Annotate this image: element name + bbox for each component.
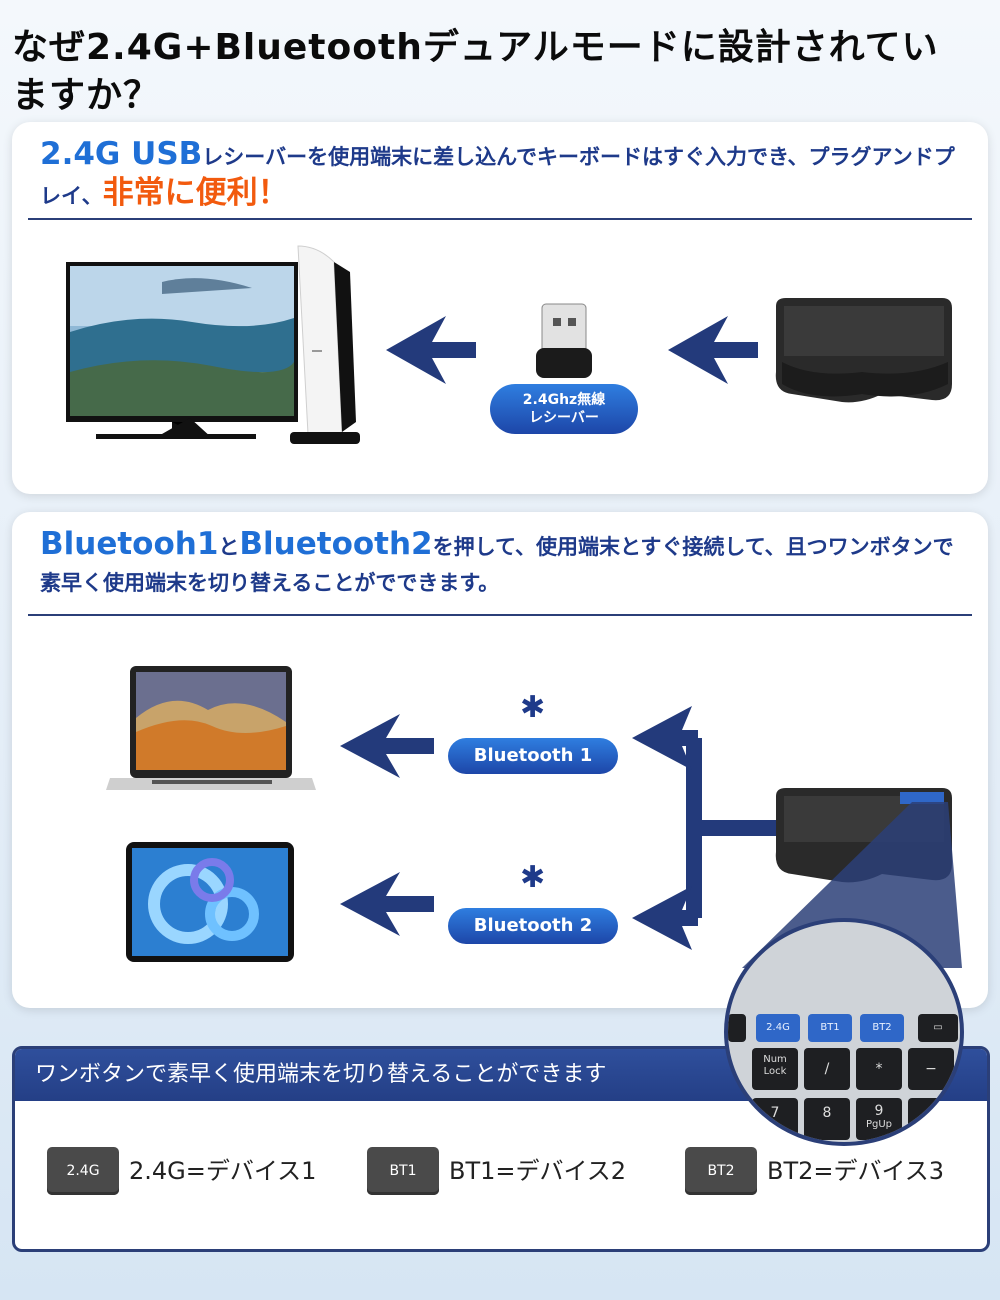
zoom-key-bt1: BT1 xyxy=(808,1014,852,1042)
zoom-key-star: * xyxy=(856,1048,902,1090)
zoom-key-8: 8 xyxy=(804,1098,850,1140)
usb-title-highlight: 2.4G USB xyxy=(40,136,203,172)
monitor-icon xyxy=(66,262,298,439)
bt2-title-highlight: Bluetooth2 xyxy=(239,526,433,562)
arrow-left-icon xyxy=(340,872,434,936)
numlock-line1: Num xyxy=(763,1054,787,1065)
bluetooth-icon: ✱ xyxy=(520,690,546,725)
key-label-2-4g: 2.4G=デバイス1 xyxy=(129,1157,317,1185)
key-bt1: BT1 xyxy=(367,1147,439,1195)
bluetooth-card-title: Bluetooh1とBluetooth2を押して、使用端末とすぐ接続して、且つワ… xyxy=(40,526,970,601)
bt-title-text: を押して、使用端末とすぐ接続して、且つワンボタンで素早く使用端末を切り替えること… xyxy=(40,535,954,595)
zoom-key-plus xyxy=(908,1098,954,1140)
receiver-badge-line2: レシーバー xyxy=(529,410,599,426)
bluetooth1-pill: Bluetooth 1 xyxy=(448,738,618,774)
arrow-left-icon xyxy=(386,316,476,384)
arrow-left-icon xyxy=(340,714,434,778)
tablet-icon xyxy=(126,842,294,962)
usb-receiver-card: 2.4G USBレシーバーを使用端末に差し込んでキーボードはすぐ入力でき、プラグ… xyxy=(12,122,988,494)
zoom-key-calculator: ▭ xyxy=(918,1014,958,1042)
keyboard-icon xyxy=(775,298,952,403)
divider xyxy=(28,614,972,616)
zoom-key-2-4g: 2.4G xyxy=(756,1014,800,1042)
usb-title-emphasis: 非常に便利！ xyxy=(102,175,289,211)
zoom-key-9: 9 PgUp xyxy=(856,1098,902,1140)
numlock-line2: Lock xyxy=(763,1066,787,1077)
receiver-badge: 2.4Ghz無線 レシーバー xyxy=(490,384,638,434)
headline: なぜ2.4G+Bluetoothデュアルモードに設計されていますか？ xyxy=(12,27,939,116)
zoom-key-9-pgup: PgUp xyxy=(865,1119,893,1130)
key-label-bt1: BT1=デバイス2 xyxy=(449,1157,627,1185)
usb-title-text: レシーバーを使用端末に差し込んでキーボードはすぐ入力でき、プラグアンドプレイ、 xyxy=(40,145,955,208)
usb-receiver-icon xyxy=(536,303,592,378)
arrow-left-icon xyxy=(668,316,758,384)
bt-title-and: と xyxy=(218,535,240,559)
usb-card-title: 2.4G USBレシーバーを使用端末に差し込んでキーボードはすぐ入力でき、プラグ… xyxy=(40,136,970,214)
bluetooth-icon: ✱ xyxy=(520,860,546,895)
receiver-badge-line1: 2.4Ghz無線 xyxy=(522,392,606,408)
zoom-key-7: 7 xyxy=(752,1098,798,1140)
zoom-key-9-digit: 9 xyxy=(874,1103,884,1119)
laptop-icon xyxy=(106,666,316,790)
zoom-key-numlock: Num Lock xyxy=(752,1048,798,1090)
key-bt2: BT2 xyxy=(685,1147,757,1195)
zoom-key-minus: − xyxy=(908,1048,954,1090)
zoom-key-bt2: BT2 xyxy=(860,1014,904,1042)
zoom-key-slash: / xyxy=(804,1048,850,1090)
game-console-icon xyxy=(290,245,360,444)
key-label-bt2: BT2=デバイス3 xyxy=(767,1157,945,1185)
divider xyxy=(28,218,972,220)
branch-arrow-icon xyxy=(632,706,778,950)
bluetooth2-pill: Bluetooth 2 xyxy=(448,908,618,944)
zoom-key-edge xyxy=(728,1014,746,1042)
key-2-4g: 2.4G xyxy=(47,1147,119,1195)
bluetooth-illustration xyxy=(106,666,962,968)
zoom-keyboard-detail: 2.4G BT1 BT2 ▭ Num Lock / * − 7 8 9 PgUp xyxy=(724,918,964,1146)
bt1-title-highlight: Bluetooh1 xyxy=(40,526,219,562)
usb-illustration xyxy=(66,245,952,444)
